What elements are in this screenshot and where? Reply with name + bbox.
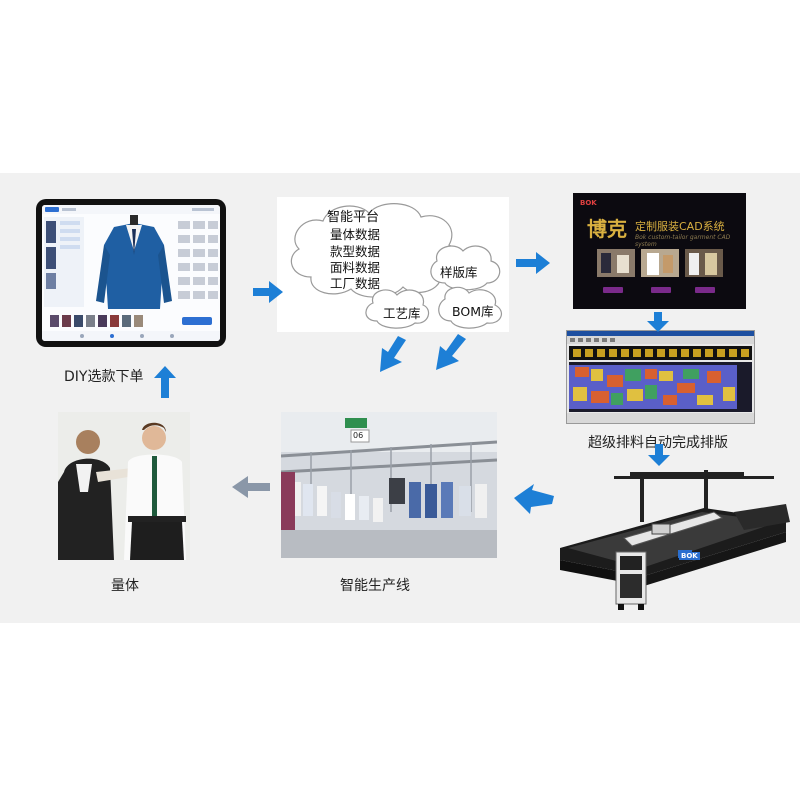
nesting-layout-graphic xyxy=(567,331,754,423)
step-label-nesting: 超级排料自动完成排版 xyxy=(588,435,728,451)
production-sign-number: 06 xyxy=(353,431,364,440)
step-label-measure: 量体 xyxy=(111,578,139,594)
arrow-left-icon xyxy=(514,484,554,514)
cad-brand: 博克 xyxy=(587,217,627,241)
production-line-photo: 06 xyxy=(281,412,497,558)
cad-logo: BOK xyxy=(580,199,597,207)
cloud-sample-library: 样版库 xyxy=(440,265,478,280)
cloud-process-library: 工艺库 xyxy=(383,306,421,321)
arrow-down-left-icon xyxy=(436,334,466,370)
auto-cutting-machine xyxy=(560,470,790,610)
cad-system-screen: BOK 博克 定制服装CAD系统 Bok custom-tailor garme… xyxy=(573,193,746,309)
cloud-item-body-data: 量体数据 xyxy=(330,227,381,242)
arrow-right-icon xyxy=(253,281,283,303)
cloud-title: 智能平台 xyxy=(327,210,380,225)
cloud-shapes xyxy=(290,203,503,329)
arrow-left-icon xyxy=(232,476,270,498)
arrow-down-icon xyxy=(648,444,670,466)
cloud-item-style-data: 款型数据 xyxy=(330,244,381,259)
cad-thumbnails xyxy=(597,249,723,293)
cad-system-title: 定制服装CAD系统 xyxy=(635,220,725,233)
step-label-diy: DIY选款下单 xyxy=(64,369,144,385)
cloud-item-fabric-data: 面料数据 xyxy=(330,260,381,275)
cloud-item-factory-data: 工厂数据 xyxy=(330,276,381,291)
cad-subtitle: Bok custom-tailor garment CAD system xyxy=(635,234,731,248)
cloud-bom-library: BOM库 xyxy=(452,304,494,319)
step-label-production: 智能生产线 xyxy=(340,578,410,594)
cloud-platform-panel: 智能平台 量体数据 款型数据 面料数据 工厂数据 样版库 工艺库 BOM库 xyxy=(277,197,509,332)
tablet-device xyxy=(36,199,226,347)
body-measurement-photo xyxy=(58,412,190,560)
cutter-brand-badge: BOK xyxy=(679,552,700,560)
tablet-screen xyxy=(42,205,220,341)
nesting-software-screen xyxy=(566,330,755,424)
arrow-up-icon xyxy=(154,366,176,398)
arrow-down-left-icon xyxy=(380,336,406,372)
arrow-right-icon xyxy=(516,252,550,274)
tablet-app-mockup xyxy=(42,205,220,341)
arrow-down-icon xyxy=(647,312,669,332)
